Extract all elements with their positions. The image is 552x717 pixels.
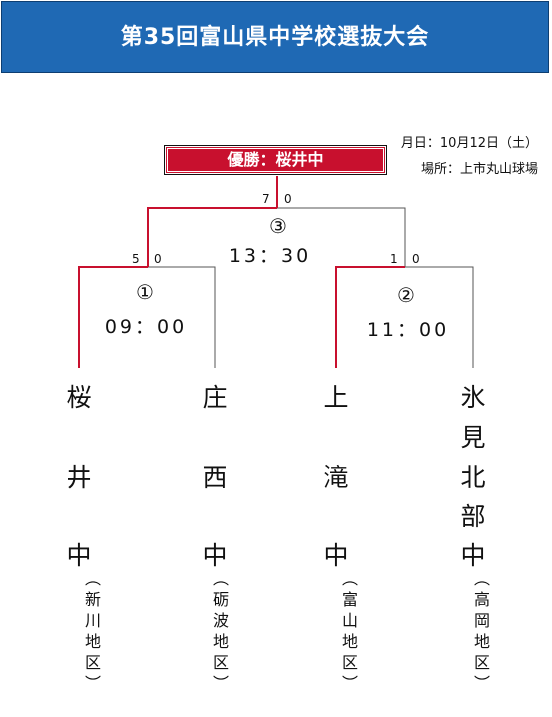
date-label: 月日：10月12日（土） bbox=[400, 136, 538, 151]
match-time-1: 09：00 bbox=[104, 316, 188, 338]
team-4-region: ︵高岡地区︶ bbox=[473, 569, 490, 693]
champion-box: 優勝：桜井中 bbox=[164, 145, 387, 175]
page-title: 第35回富山県中学校選抜大会 bbox=[120, 25, 430, 50]
team-2-region: ︵砺波地区︶ bbox=[212, 569, 229, 693]
line-team3 bbox=[335, 266, 405, 368]
match-number-3: ③ bbox=[269, 214, 287, 238]
match-time-2: 11：00 bbox=[366, 319, 450, 341]
score-m1-left: 5 bbox=[132, 252, 140, 266]
title-banner: 第35回富山県中学校選抜大会 bbox=[1, 1, 549, 73]
line-team4 bbox=[405, 266, 474, 368]
score-m2-right: 0 bbox=[412, 252, 420, 266]
team-3-region: ︵富山地区︶ bbox=[341, 569, 358, 693]
score-final-left: 7 bbox=[262, 192, 270, 206]
line-team1 bbox=[78, 266, 148, 368]
venue-label: 場所：上市丸山球場 bbox=[420, 162, 538, 177]
score-m2-left: 1 bbox=[390, 252, 398, 266]
match-number-2: ② bbox=[397, 283, 415, 307]
line-final-left bbox=[147, 207, 277, 267]
line-team2 bbox=[148, 266, 216, 368]
match-number-1: ① bbox=[136, 280, 154, 304]
team-1-region: ︵新川地区︶ bbox=[84, 569, 101, 693]
line-final-right bbox=[277, 207, 406, 267]
match-time-3: 13：30 bbox=[228, 245, 312, 267]
score-m1-right: 0 bbox=[154, 252, 162, 266]
score-final-right: 0 bbox=[284, 192, 292, 206]
